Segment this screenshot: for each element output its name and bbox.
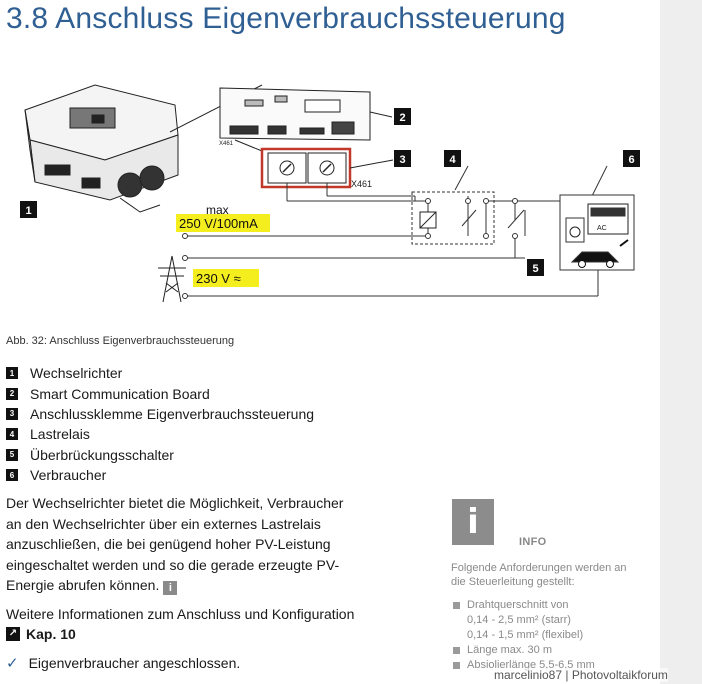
list-item: 0,14 - 2,5 mm² (starr) bbox=[467, 614, 571, 626]
inverter-illustration bbox=[24, 84, 263, 213]
list-item: Drahtquerschnitt von bbox=[453, 599, 595, 612]
label-5-text: 5 bbox=[532, 263, 538, 275]
label-1: 1 bbox=[20, 201, 37, 218]
wiring bbox=[185, 165, 608, 297]
wiring-diagram: 1 X461 2 X461 3 bbox=[20, 84, 640, 303]
wire-terminals bbox=[182, 198, 518, 299]
right-margin-strip bbox=[660, 0, 702, 684]
load-relay bbox=[411, 191, 495, 245]
mains-rating: 230 V ≈ bbox=[196, 271, 241, 286]
list-item: 0,14 - 1,5 mm² (flexibel) bbox=[467, 629, 584, 641]
terminal-x461-label: X461 bbox=[351, 179, 372, 189]
info-label: INFO bbox=[519, 536, 547, 548]
signal-rating: 250 V/100mA bbox=[179, 216, 258, 231]
smart-communication-board: X461 bbox=[219, 87, 393, 152]
page-title: 3.8 Anschluss Eigenverbrauchssteuerung bbox=[6, 2, 566, 35]
figure-caption: Abb. 32: Anschluss Eigenverbrauchssteuer… bbox=[6, 335, 235, 347]
label-4: 4 bbox=[444, 150, 461, 167]
checklist-item: ✓ Eigenverbraucher angeschlossen. bbox=[6, 655, 241, 672]
power-pylon-icon bbox=[158, 255, 186, 303]
watermark: marcelinio87 | Photovoltaikforum bbox=[494, 668, 668, 682]
label-2-text: 2 bbox=[399, 112, 405, 124]
label-3-text: 3 bbox=[399, 154, 405, 166]
link-arrow-icon: ↗ bbox=[6, 627, 20, 641]
more-info: Weitere Informationen zum Anschluss und … bbox=[6, 606, 355, 644]
label-3: 3 bbox=[394, 150, 411, 167]
label-6-text: 6 bbox=[628, 154, 634, 166]
checkmark-icon: ✓ bbox=[6, 655, 19, 672]
board-x461-label: X461 bbox=[219, 141, 234, 147]
terminal-block: X461 bbox=[260, 147, 394, 189]
mains-rating-highlight bbox=[193, 269, 259, 287]
ac-label: AC bbox=[597, 225, 607, 232]
chapter-link[interactable]: ↗ Kap. 10 bbox=[6, 624, 354, 644]
list-item: Länge max. 30 m bbox=[453, 644, 595, 657]
info-box-icon: i bbox=[452, 499, 494, 545]
label-4-text: 4 bbox=[449, 154, 456, 166]
signal-rating-highlight bbox=[176, 214, 270, 232]
label-6: 6 bbox=[623, 150, 640, 167]
info-intro: Folgende Anforderungen werden an die Ste… bbox=[451, 562, 627, 588]
label-2: 2 bbox=[394, 108, 411, 125]
label-5: 5 bbox=[527, 259, 544, 276]
info-requirements: Drahtquerschnitt von 0,14 - 2,5 mm² (sta… bbox=[453, 599, 595, 674]
label-1-text: 1 bbox=[25, 205, 31, 217]
max-label: max bbox=[206, 203, 229, 217]
body-paragraph: Der Wechselrichter bietet die Möglichkei… bbox=[6, 495, 344, 596]
info-icon[interactable]: i bbox=[163, 581, 178, 596]
consumer-group: AC bbox=[559, 194, 635, 271]
